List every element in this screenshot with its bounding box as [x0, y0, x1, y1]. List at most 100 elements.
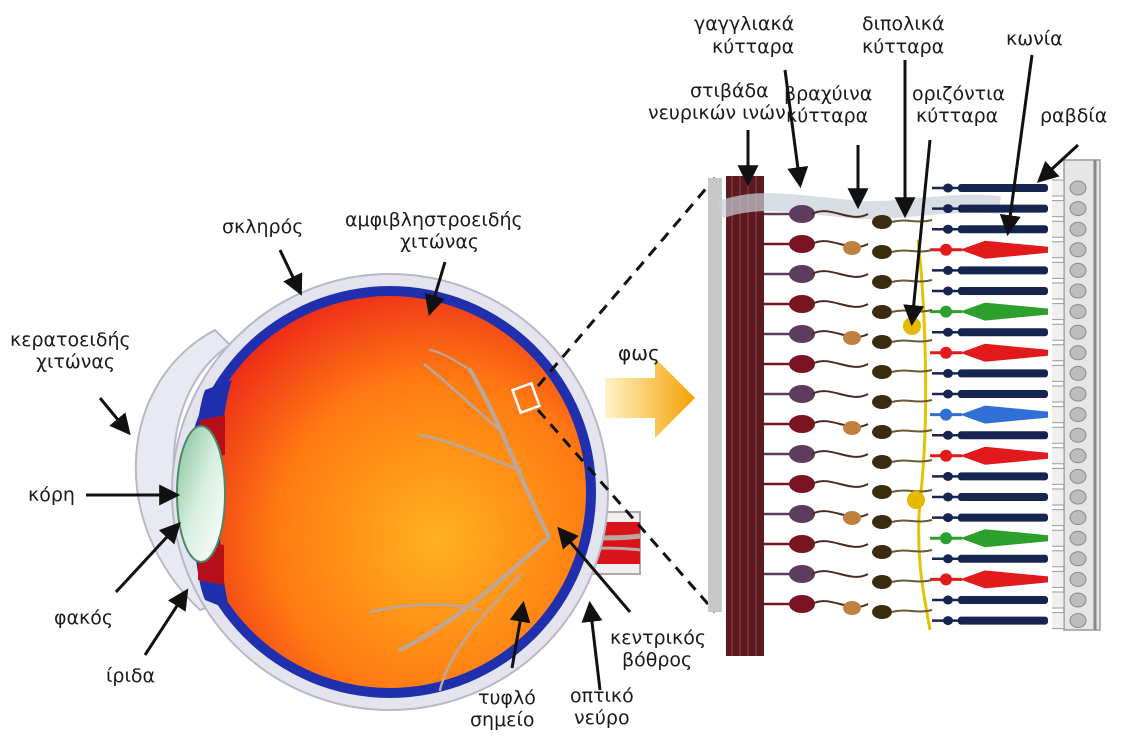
label-pupil: κόρη: [28, 484, 75, 506]
cone-nucleus: [940, 347, 952, 359]
pigment-cell: [1070, 511, 1086, 525]
pigment-cell: [1070, 243, 1086, 257]
label-optic-nerve-2: νεύρο: [574, 707, 630, 729]
label-nerve-fiber-layer-1: στιβάδα: [690, 80, 769, 102]
lens: [177, 426, 225, 562]
bipolar-dendrite: [892, 490, 932, 492]
label-lens: φακός: [54, 607, 113, 629]
label-amacrine-1: βραχύινα: [784, 83, 872, 105]
cone-nucleus: [940, 409, 952, 421]
cone: [960, 570, 1048, 588]
pigment-cell: [1070, 263, 1086, 277]
photoreceptor-outline: [1052, 345, 1064, 361]
pigment-cell: [1070, 222, 1086, 236]
photoreceptor-outline: [1052, 468, 1064, 484]
synapse-process: [812, 451, 868, 457]
bipolar-cell: [872, 605, 892, 619]
bipolar-cell: [872, 575, 892, 589]
bipolar-cell: [872, 425, 892, 439]
photoreceptor-outline: [1052, 613, 1064, 629]
cone-nucleus: [940, 244, 952, 256]
bipolar-cell: [872, 245, 892, 259]
label-ganglion-1: γαγγλιακά: [694, 13, 794, 35]
synapse-process: [812, 391, 868, 397]
label-bipolar-1: διπολικά: [862, 13, 945, 35]
photoreceptor-outline: [1052, 365, 1064, 381]
pigment-cell: [1070, 366, 1086, 380]
photoreceptor-outline: [1052, 448, 1064, 464]
rod-nucleus: [943, 431, 953, 440]
label-optic-nerve-1: οπτικό: [570, 685, 634, 707]
rod: [958, 514, 1048, 522]
ganglion-cell: [789, 205, 815, 223]
photoreceptor-outline: [1052, 551, 1064, 567]
bipolar-cell: [872, 275, 892, 289]
label-fovea-2: βόθρος: [622, 649, 692, 671]
rod-nucleus: [943, 513, 953, 522]
amacrine-cell: [843, 511, 861, 525]
rod-nucleus: [943, 287, 953, 296]
label-fovea-1: κεντρικός: [610, 627, 706, 649]
rod: [958, 617, 1048, 625]
pigment-cell: [1070, 202, 1086, 216]
cone-nucleus: [940, 450, 952, 462]
rod: [958, 555, 1048, 563]
bipolar-dendrite: [892, 460, 932, 462]
bipolar-cell: [872, 215, 892, 229]
bipolar-dendrite: [892, 340, 932, 342]
amacrine-cell: [843, 421, 861, 435]
bipolar-cell: [872, 515, 892, 529]
amacrine-cell: [843, 331, 861, 345]
cone-nucleus: [940, 532, 952, 544]
photoreceptor-outline: [1052, 530, 1064, 546]
photoreceptor-outline: [1052, 180, 1064, 196]
synapse-process: [812, 271, 868, 277]
ganglion-cell: [789, 595, 815, 613]
pigment-cell: [1070, 593, 1086, 607]
ganglion-cell: [789, 295, 815, 313]
label-cones: κωνία: [1006, 28, 1063, 50]
label-sclera: σκληρός: [222, 216, 303, 238]
label-retina-2: χιτώνας: [400, 231, 479, 253]
rod-nucleus: [943, 328, 953, 337]
bipolar-dendrite: [892, 550, 932, 552]
photoreceptor-outline: [1052, 510, 1064, 526]
synapse-process: [812, 361, 868, 367]
rod-nucleus: [943, 616, 953, 625]
bipolar-dendrite: [892, 280, 932, 282]
ganglion-cell: [789, 535, 815, 553]
label-cornea-2: χιτώνας: [36, 351, 115, 373]
photoreceptor-outline: [1052, 386, 1064, 402]
rod: [958, 369, 1048, 377]
label-iris: ίριδα: [106, 665, 155, 687]
bipolar-dendrite: [892, 370, 932, 372]
pigment-cell: [1070, 305, 1086, 319]
bipolar-dendrite: [892, 430, 932, 432]
rod-nucleus: [943, 225, 953, 234]
light-arrow: [605, 358, 695, 438]
pigment-cell: [1070, 490, 1086, 504]
ganglion-cell: [789, 385, 815, 403]
ganglion-cell: [789, 445, 815, 463]
photoreceptor-outline: [1052, 407, 1064, 423]
photoreceptor-outline: [1052, 201, 1064, 217]
photoreceptor-outline: [1052, 324, 1064, 340]
rod: [958, 328, 1048, 336]
rod: [958, 493, 1048, 501]
cone: [960, 241, 1048, 259]
label-horizontal-1: οριζόντια: [912, 83, 1005, 105]
rod: [958, 184, 1048, 192]
amacrine-cell: [843, 601, 861, 615]
cone: [960, 447, 1048, 465]
bipolar-dendrite: [892, 220, 932, 222]
photoreceptor-outline: [1052, 262, 1064, 278]
ganglion-cell: [789, 355, 815, 373]
rod-nucleus: [943, 204, 953, 213]
bipolar-cell: [872, 455, 892, 469]
rod: [958, 472, 1048, 480]
label-ganglion-2: κύτταρα: [712, 36, 794, 58]
label-retina-1: αμφιβληστροειδής: [345, 209, 523, 231]
rod-nucleus: [943, 369, 953, 378]
pigment-cell: [1070, 325, 1086, 339]
